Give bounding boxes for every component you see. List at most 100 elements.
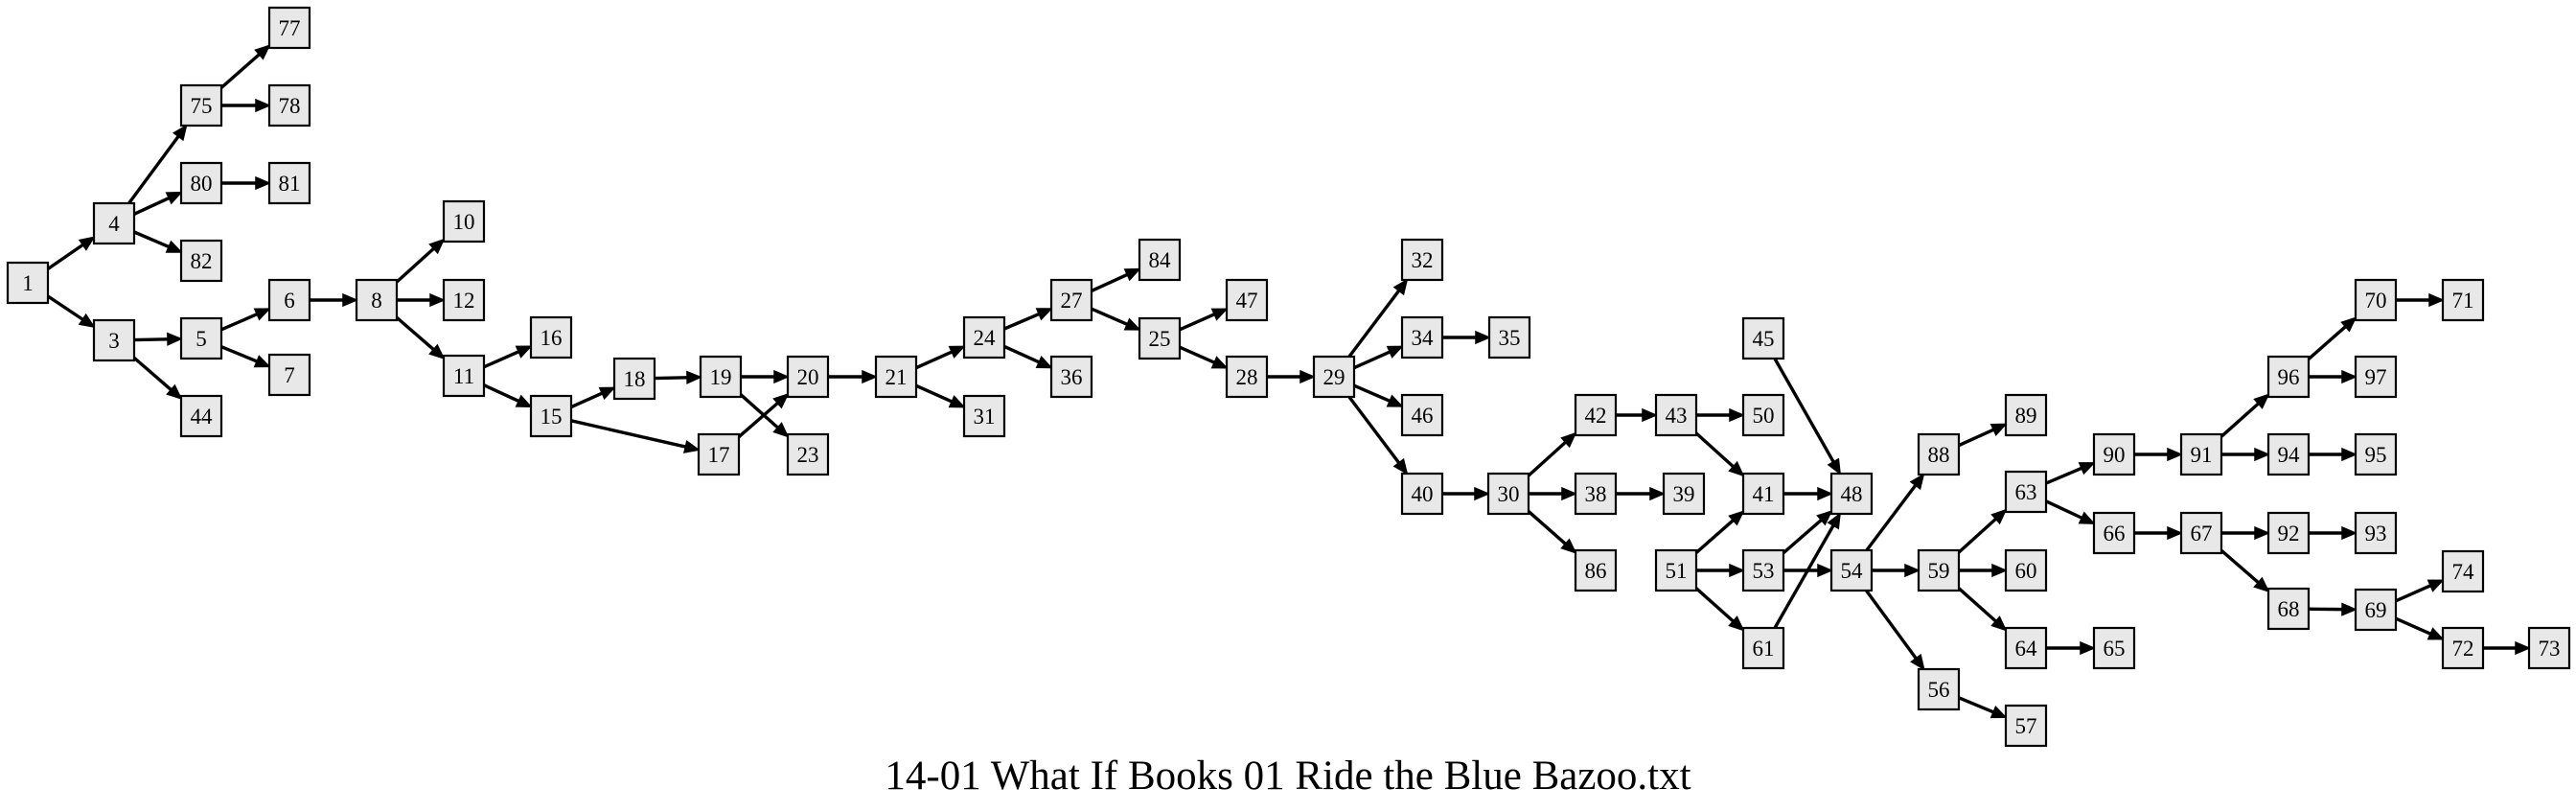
edge-line — [1091, 272, 1128, 292]
edge-11-to-16 — [483, 345, 533, 369]
node-label: 15 — [540, 405, 563, 429]
node-box — [1741, 472, 1785, 516]
edge-line — [1773, 524, 1835, 629]
edge-line — [915, 383, 953, 404]
node-40: 40 — [1400, 472, 1444, 516]
node-label: 46 — [1412, 404, 1434, 428]
arrowhead — [1035, 308, 1053, 321]
node-box — [179, 394, 223, 438]
node-54: 54 — [1829, 548, 1874, 592]
node-label: 66 — [2104, 522, 2126, 545]
arrowhead — [1991, 563, 2008, 578]
node-box — [2354, 278, 2398, 322]
node-label: 74 — [2452, 560, 2475, 584]
node-20: 20 — [786, 355, 830, 399]
arrowhead — [255, 98, 271, 113]
edge-line — [2395, 584, 2431, 603]
node-label: 82 — [191, 249, 213, 273]
node-label: 44 — [191, 405, 214, 429]
edge-43-to-50 — [1696, 407, 1745, 423]
edge-27-to-25 — [1091, 307, 1141, 331]
edge-20-to-21 — [828, 369, 878, 384]
edge-67-to-68 — [2220, 548, 2270, 593]
node-box — [6, 261, 50, 305]
edge-30-to-38 — [1529, 486, 1577, 501]
node-box — [1741, 316, 1785, 360]
edge-line — [47, 244, 84, 270]
node-89: 89 — [2004, 393, 2048, 437]
node-65: 65 — [2092, 626, 2136, 670]
edge-24-to-27 — [1003, 308, 1053, 331]
node-label: 72 — [2452, 637, 2474, 661]
node-label: 70 — [2365, 289, 2387, 313]
arrowhead — [254, 44, 271, 60]
node-label: 56 — [1928, 678, 1950, 702]
edge-line — [483, 383, 520, 403]
arrowhead — [2428, 292, 2445, 308]
node-80: 80 — [179, 161, 223, 205]
arrowhead — [1728, 615, 1745, 632]
edge-38-to-39 — [1616, 486, 1666, 501]
edge-line — [483, 350, 519, 369]
node-box — [697, 432, 741, 476]
node-21: 21 — [874, 355, 918, 399]
edge-56-to-57 — [1958, 696, 2008, 719]
node-label: 6 — [284, 289, 295, 313]
edge-line — [2220, 548, 2260, 584]
node-label: 88 — [1928, 443, 1950, 467]
arrowhead — [1392, 457, 1409, 476]
node-box — [2004, 393, 2048, 437]
arrowhead — [1386, 394, 1404, 407]
node-label: 19 — [710, 365, 732, 389]
arrowhead — [1990, 508, 2008, 525]
node-56: 56 — [1917, 667, 1961, 711]
node-label: 54 — [1841, 559, 1864, 583]
edge-line — [739, 393, 779, 429]
node-label: 16 — [540, 326, 563, 350]
node-53: 53 — [1741, 548, 1785, 592]
node-box — [2441, 549, 2485, 593]
node-34: 34 — [1400, 315, 1444, 360]
edge-line — [395, 247, 435, 284]
edge-27-to-84 — [1091, 267, 1141, 292]
node-70: 70 — [2354, 278, 2398, 322]
node-91: 91 — [2179, 432, 2223, 476]
node-39: 39 — [1662, 472, 1706, 516]
node-97: 97 — [2354, 355, 2398, 399]
edge-line — [133, 337, 169, 342]
node-label: 23 — [797, 443, 819, 467]
node-3: 3 — [92, 318, 136, 362]
node-box — [92, 318, 136, 362]
node-box — [1829, 472, 1874, 516]
node-label: 20 — [797, 365, 819, 389]
node-label: 63 — [2015, 480, 2037, 504]
arrowhead — [1475, 330, 1491, 345]
edge-4-to-80 — [133, 191, 183, 216]
node-label: 25 — [1149, 327, 1171, 351]
arrowhead — [773, 369, 790, 384]
node-75: 75 — [179, 83, 223, 128]
edge-line — [2395, 616, 2431, 636]
node-box — [2179, 432, 2223, 476]
node-78: 78 — [267, 83, 311, 128]
node-10: 10 — [442, 199, 486, 244]
arrowhead — [1386, 345, 1404, 359]
node-4: 4 — [92, 201, 136, 245]
node-11: 11 — [442, 354, 486, 398]
node-label: 5 — [196, 327, 207, 351]
node-72: 72 — [2441, 626, 2485, 670]
arrowhead — [78, 236, 96, 251]
node-label: 34 — [1412, 326, 1435, 350]
arrowhead — [1817, 486, 1833, 501]
edge-line — [1527, 441, 1567, 477]
node-label: 64 — [2015, 637, 2038, 661]
edge-91-to-96 — [2220, 393, 2270, 438]
node-box — [267, 83, 311, 128]
edge-69-to-72 — [2395, 616, 2445, 640]
edge-25-to-47 — [1179, 308, 1229, 332]
node-box — [442, 278, 486, 322]
arrowhead — [428, 238, 446, 255]
node-label: 29 — [1323, 365, 1346, 389]
node-44: 44 — [179, 394, 223, 438]
